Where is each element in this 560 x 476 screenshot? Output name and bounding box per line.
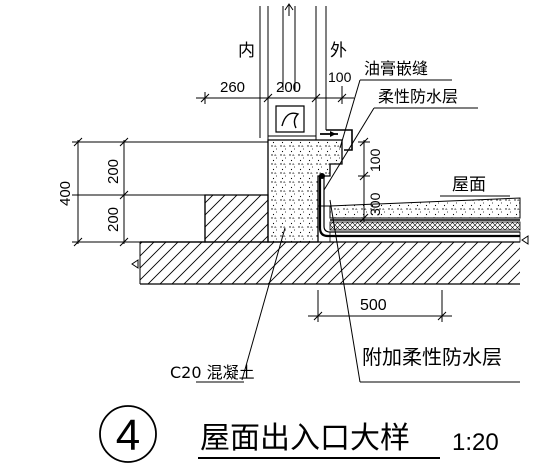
- label-flexible-waterproof: 柔性防水层: [378, 87, 458, 106]
- label-c20-concrete: C20 混凝土: [170, 363, 255, 382]
- label-sealant-joint: 油膏嵌缝: [364, 59, 428, 78]
- dim-200-upper: 200: [105, 159, 122, 184]
- dim-100-top: 100: [328, 69, 352, 85]
- dim-200-top: 200: [276, 79, 301, 96]
- dim-100-right: 100: [367, 148, 383, 172]
- door-frame: [259, 3, 327, 140]
- detail-number: 4: [116, 411, 140, 460]
- label-outer-side: 外: [330, 41, 347, 61]
- label-additional-waterproof: 附加柔性防水层: [362, 345, 502, 369]
- dim-300-right: 300: [367, 192, 383, 216]
- detail-scale: 1:20: [452, 429, 499, 456]
- leader-lines: [196, 79, 520, 383]
- detail-number-badge: 4: [99, 405, 157, 463]
- dimension-lines: [72, 86, 452, 322]
- concrete-curb: [267, 139, 343, 243]
- detail-title: 屋面出入口大样: [200, 421, 410, 456]
- dim-260: 260: [220, 79, 245, 96]
- label-roof-surface: 屋面: [452, 175, 486, 195]
- structural-slab: [139, 241, 520, 285]
- roof-layers: [318, 197, 521, 243]
- dim-200-lower: 200: [105, 207, 122, 232]
- upturned-membrane: [318, 173, 520, 238]
- level-marks: [131, 235, 529, 269]
- dim-400: 400: [57, 181, 74, 206]
- dim-500: 500: [360, 297, 387, 314]
- label-inner-side: 内: [238, 41, 255, 61]
- inner-step: [140, 194, 269, 243]
